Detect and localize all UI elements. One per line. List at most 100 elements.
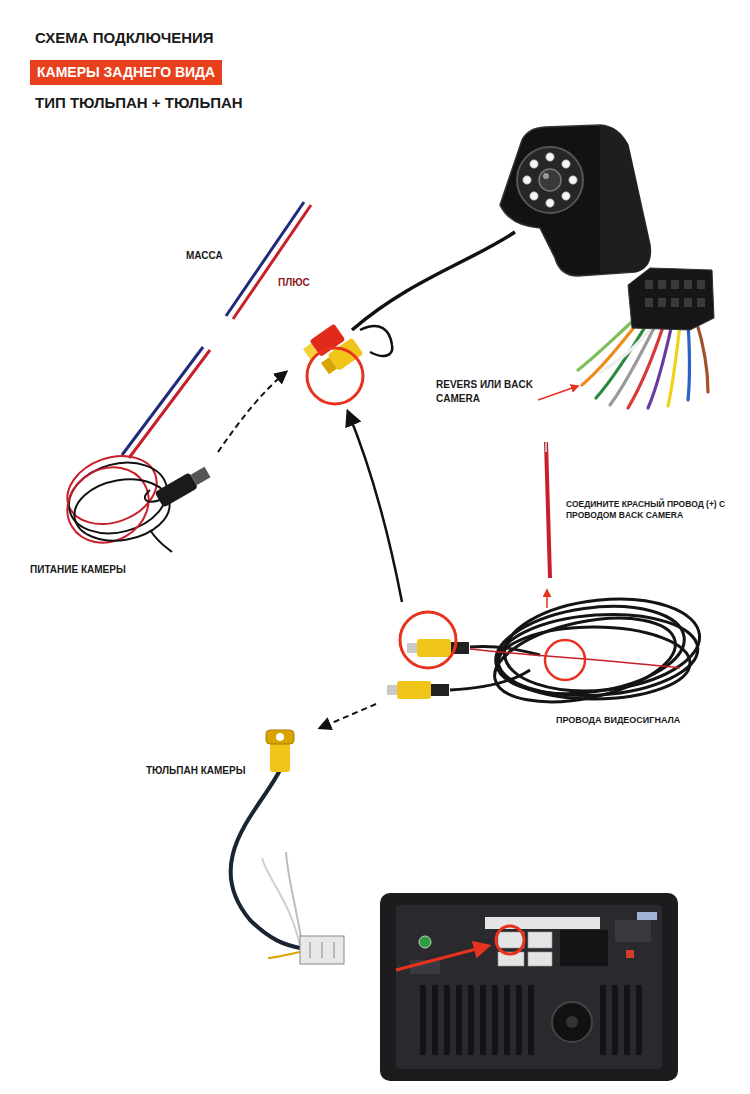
ir-leds [523, 153, 577, 207]
red-wire [233, 205, 311, 319]
connector-pins [645, 280, 705, 307]
plug-slot [322, 942, 323, 958]
fin [636, 985, 642, 1055]
plug-tip [303, 343, 319, 360]
wire-label: МАССА [186, 249, 223, 263]
video-cable-coil [450, 590, 704, 716]
red-trigger-wire [470, 649, 680, 668]
led [562, 160, 570, 168]
fin [528, 985, 534, 1055]
fin [444, 985, 450, 1055]
subheading: ТИП ТЮЛЬПАН + ТЮЛЬПАН [35, 93, 243, 113]
yellow-rca [407, 639, 469, 657]
plug-tip [321, 357, 337, 374]
camera-face [517, 147, 583, 213]
black-wire [122, 347, 203, 455]
camera-input-cable [231, 730, 344, 964]
plug-tip [407, 643, 417, 653]
red-pointer [396, 946, 488, 970]
led [530, 192, 538, 200]
wire [286, 852, 302, 944]
wire-end [545, 442, 547, 452]
part-label: ПРОВОДА ВИДЕОСИГНАЛА [556, 714, 680, 726]
wire-label: ПЛЮС [278, 276, 310, 290]
head-unit [380, 893, 678, 1081]
pin [645, 298, 653, 307]
fan-hub [566, 1016, 578, 1028]
camera-power-cable [54, 347, 212, 557]
fin [420, 985, 426, 1055]
plug-slot [310, 942, 311, 958]
led [530, 160, 538, 168]
iso-harness [578, 268, 714, 408]
camera-cable [352, 232, 515, 330]
camera-side [600, 125, 650, 272]
heading: СХЕМА ПОДКЛЮЧЕНИЯ [35, 28, 214, 48]
plug-slot [334, 942, 335, 958]
fuse [626, 950, 634, 958]
lens-glint [543, 173, 549, 179]
unit-case [380, 893, 678, 1081]
pin [671, 298, 679, 307]
highlight-circle [307, 348, 363, 404]
pin-label: REVERS ИЛИ BACK CAMERA [436, 378, 536, 405]
dc-plug [155, 464, 212, 508]
subheading-band: КАМЕРЫ ЗАДНЕГО ВИДА [30, 60, 222, 85]
yellow-rca [387, 681, 449, 699]
coil-tail [150, 530, 172, 552]
red-wire [129, 350, 210, 458]
fin [624, 985, 630, 1055]
unit-back [396, 905, 662, 1069]
plug-boot [431, 684, 449, 696]
port [528, 932, 552, 948]
pin [671, 280, 679, 289]
pin [684, 298, 692, 307]
rca-socket [266, 730, 294, 744]
cable [231, 770, 300, 948]
fin [468, 985, 474, 1055]
pin [658, 298, 666, 307]
led [569, 176, 577, 184]
wire [668, 324, 680, 406]
wire [688, 322, 690, 400]
harness-plug [300, 936, 344, 964]
fan [552, 1002, 592, 1042]
pin [697, 280, 705, 289]
red-pointer [538, 386, 578, 400]
highlight-circle [496, 926, 524, 954]
port [528, 952, 552, 966]
plug-tip [191, 467, 211, 485]
fin [456, 985, 462, 1055]
port [498, 932, 524, 948]
pin [645, 280, 653, 289]
plug-body [155, 472, 199, 508]
plug-body [397, 681, 431, 699]
wire [268, 952, 300, 958]
camera-housing [500, 125, 650, 276]
fin [492, 985, 498, 1055]
wire [696, 320, 708, 392]
highlight-circle [545, 640, 585, 680]
fin [516, 985, 522, 1055]
part-label: ТЮЛЬПАН КАМЕРЫ [146, 764, 245, 778]
led [546, 153, 554, 161]
wire [628, 324, 664, 408]
fin [432, 985, 438, 1055]
wire [600, 326, 652, 372]
pointer-arrow [348, 412, 402, 602]
camera-rca-plugs [301, 323, 363, 404]
coil-loop [498, 627, 690, 699]
led [546, 199, 554, 207]
heatsink-fins [420, 985, 642, 1055]
gps-port [419, 936, 431, 948]
wire [648, 324, 672, 408]
wire [578, 318, 636, 370]
led [562, 192, 570, 200]
dip-socket [615, 920, 651, 942]
part-label: ПИТАНИЕ КАМЕРЫ [30, 563, 126, 577]
pin [658, 280, 666, 289]
rear-camera [500, 125, 650, 276]
